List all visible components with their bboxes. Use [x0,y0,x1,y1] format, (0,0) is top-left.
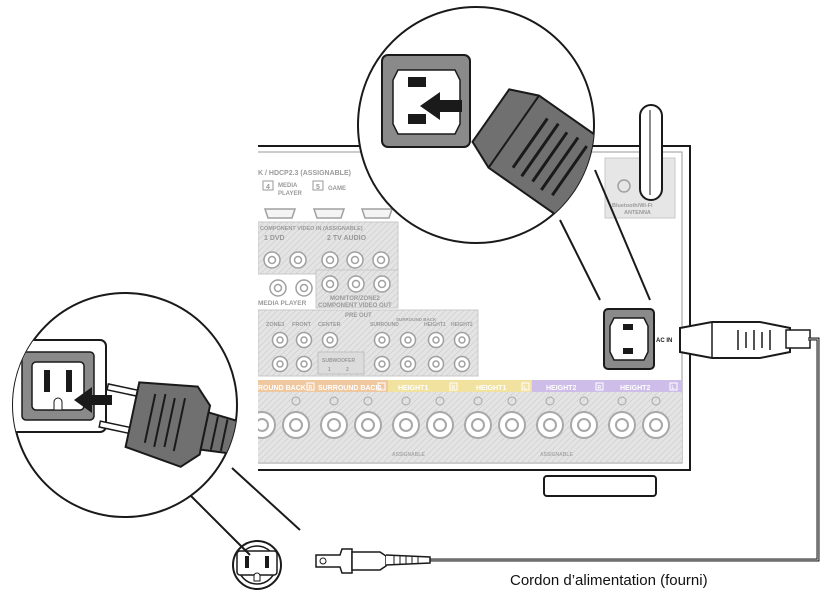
speaker-group-surround-back: SURROUND BACK [318,385,381,392]
monitor-label: MONITOR/ZONE2 [330,296,381,302]
pre-out-jacks [271,331,471,373]
plug-in-arrow-icon [74,387,112,413]
ac-plug-iec [679,321,811,359]
speaker-group-badges [306,382,678,391]
speaker-group-height2-l: HEIGHT2 [620,385,650,392]
hdmi-4-label-1: MEDIA [278,183,298,189]
receiver-rear-panel: K / HDCP2.3 (ASSIGNABLE) 4 MEDIA PLAYER … [258,104,691,497]
wall-outlet [232,540,282,590]
badge-2: L [380,385,383,391]
zoom-wall-outlet [12,292,301,556]
monitor-jacks [321,275,391,293]
receiver-foot [543,475,657,497]
badge-5: R [598,385,602,391]
speaker-group-round-back: ROUND BACK [258,385,306,392]
pre-out-surround-back: SURROUND BACK [396,317,437,322]
badge-4: L [524,385,527,391]
antenna-label-2: ANTENNA [624,210,651,216]
zoom-ac-inlet [357,6,651,301]
component-header: COMPONENT VIDEO IN (ASSIGNABLE) [260,226,363,232]
badge-6: L [672,385,675,391]
pre-out-height1: HEIGHT1 [424,322,446,328]
pre-out-surround: SURROUND [370,322,399,328]
speaker-group-height1-l: HEIGHT1 [476,385,506,392]
insert-arrow-icon [420,92,462,120]
component-out-label: COMPONENT VIDEO OUT [318,303,392,309]
hdmi-ports [263,208,394,219]
component-jacks [263,251,390,297]
power-cord-caption: Cordon d’alimentation (fourni) [510,572,708,589]
subwoofer-num-2: 2 [346,367,349,373]
badge-1: R [309,385,313,391]
pre-out-label: PRE OUT [345,313,372,319]
hdmi-4-badge [262,180,274,191]
hdmi-header: K / HDCP2.3 (ASSIGNABLE) [258,170,351,177]
speaker-terminals [258,411,670,439]
subwoofer-label: SUBWOOFER [322,358,355,364]
mains-plug [315,548,431,574]
hdmi-4-num: 4 [266,184,270,191]
hdmi-4-label-2: PLAYER [278,191,302,197]
hdmi-5-num: 5 [316,184,320,191]
pre-out-height2: HEIGHT2 [451,322,473,328]
antenna: Bluetooth/Wi-Fi ANTENNA [604,104,676,219]
antenna-label-1: Bluetooth/Wi-Fi [612,203,653,209]
subwoofer-num-1: 1 [328,367,331,373]
pre-out-front: FRONT [292,322,312,328]
assignable-label-1: ASSIGNABLE [392,452,425,458]
component-in-2: 2 TV AUDIO [327,235,367,242]
speaker-group-height1-r: HEIGHT1 [398,385,428,392]
badge-3: R [452,385,456,391]
pre-out-center: CENTER [318,322,341,328]
component-in-1: 1 DVD [264,235,285,242]
ac-in-label: AC IN [656,338,672,344]
ac-inlet: AC IN [603,308,672,370]
assignable-label-2: ASSIGNABLE [540,452,573,458]
pre-out-zone3: ZONE3 [266,322,284,328]
terminal-polarity [291,396,661,406]
speaker-group-height2-r: HEIGHT2 [546,385,576,392]
hdmi-5-label: GAME [328,186,346,192]
media-player-label: MEDIA PLAYER [258,300,307,307]
hdmi-5-badge [312,180,324,191]
